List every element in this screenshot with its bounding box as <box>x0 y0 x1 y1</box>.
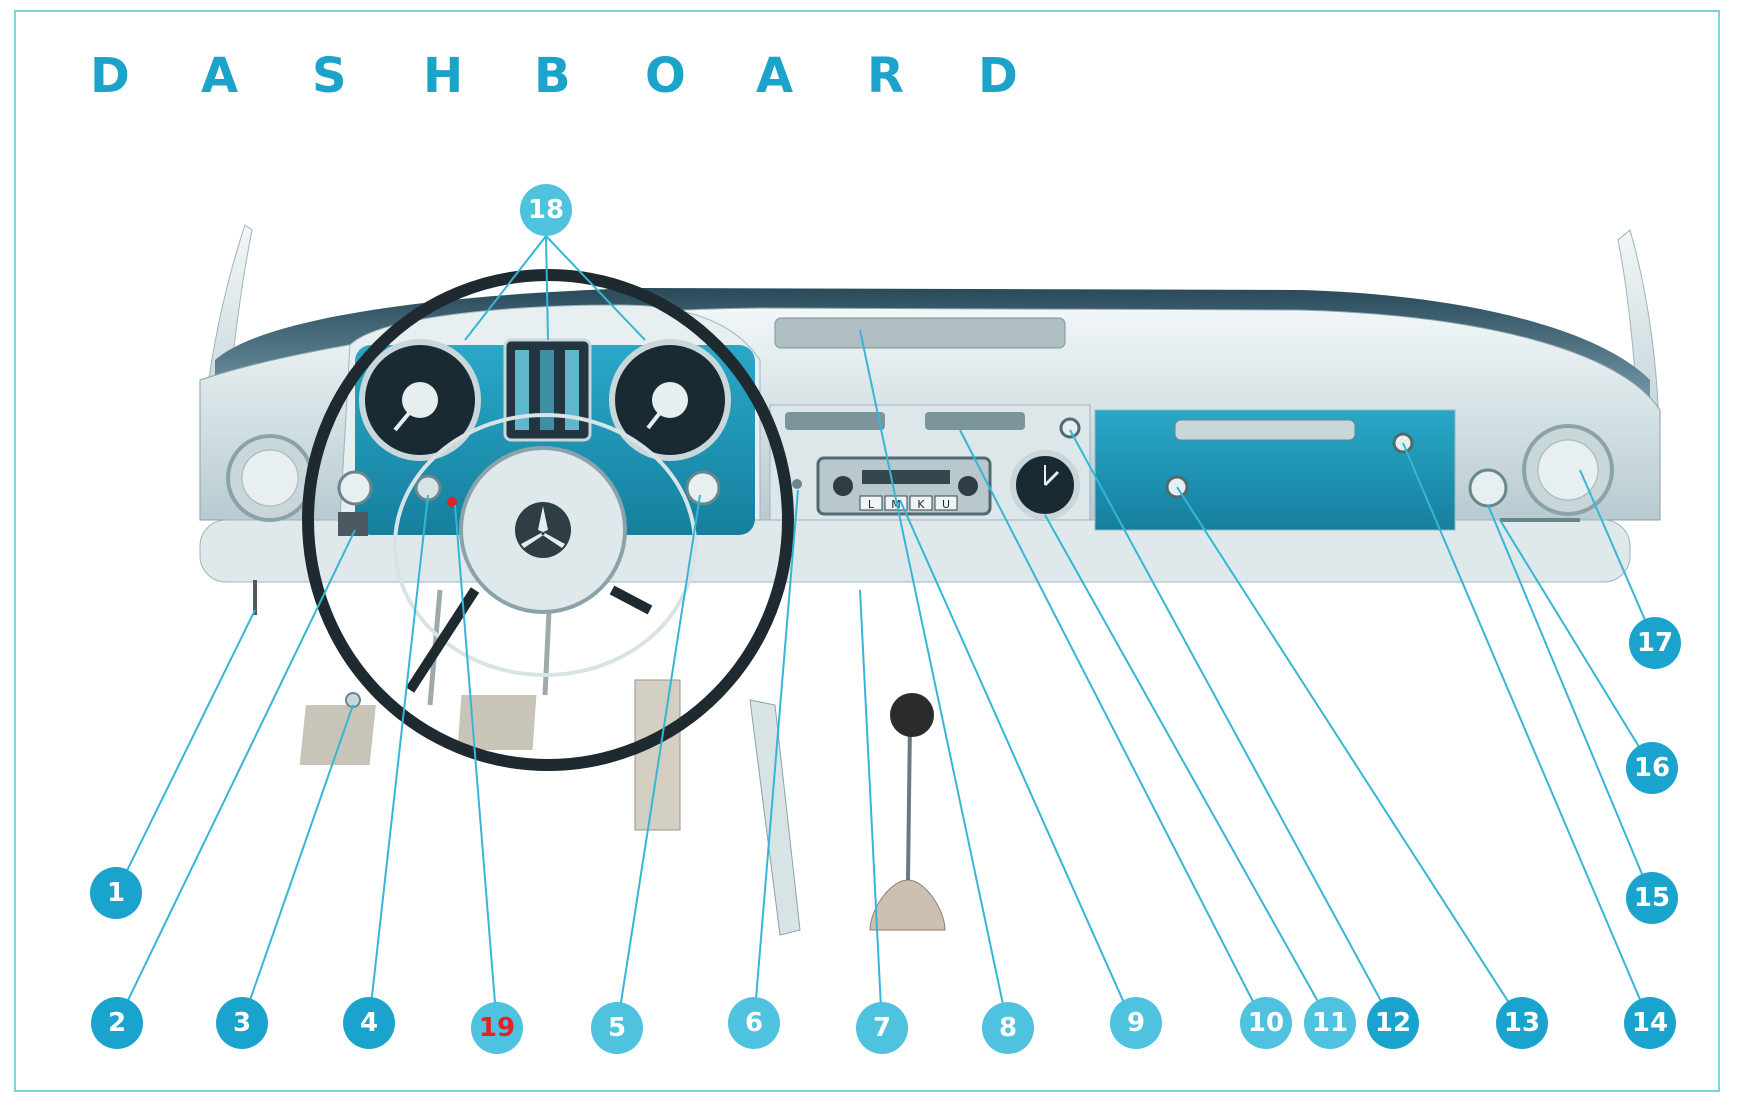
light-switch <box>337 470 373 506</box>
callout-10: 10 <box>1240 997 1292 1049</box>
callout-17: 17 <box>1629 617 1681 669</box>
gear-knob <box>890 693 934 737</box>
callout-8: 8 <box>982 1002 1034 1054</box>
title-letter: D <box>978 48 1018 104</box>
title-letter: O <box>645 48 686 104</box>
callout-4: 4 <box>343 997 395 1049</box>
callout-1: 1 <box>90 867 142 919</box>
callout-14: 14 <box>1624 997 1676 1049</box>
callout-6: 6 <box>728 997 780 1049</box>
page-title: D A S H B O A R D <box>90 48 1089 108</box>
radio-button-label: K <box>917 498 925 511</box>
title-letter: R <box>867 48 904 104</box>
headlight-dimmer-switch <box>345 692 361 708</box>
steering-wheel-rim <box>302 269 794 771</box>
leader-lines <box>115 235 1656 1029</box>
callout-12: 12 <box>1367 997 1419 1049</box>
wiper-switch <box>685 470 721 506</box>
callout-11: 11 <box>1304 997 1356 1049</box>
title-letter: A <box>756 48 794 104</box>
glovebox-grab-handle <box>1174 419 1356 441</box>
title-letter: A <box>201 48 239 104</box>
title-letter: B <box>534 48 571 104</box>
clutch-pedal <box>299 705 376 765</box>
callout-13: 13 <box>1496 997 1548 1049</box>
title-letter: D <box>90 48 130 104</box>
callout-19: 19 <box>471 1002 523 1054</box>
accelerator-pedal <box>634 679 681 831</box>
border-frame <box>14 10 1720 1092</box>
heater-slider-right <box>925 412 1025 430</box>
callout-3: 3 <box>216 997 268 1049</box>
defroster-vent <box>774 317 1066 349</box>
bonnet-release <box>1500 518 1580 522</box>
callout-16: 16 <box>1626 742 1678 794</box>
title-letter: H <box>423 48 464 104</box>
callout-7: 7 <box>856 1002 908 1054</box>
callout-18: 18 <box>520 184 572 236</box>
horn-ring <box>393 413 697 677</box>
gear-boot <box>869 879 946 931</box>
title-letter: S <box>312 48 347 104</box>
callout-5: 5 <box>591 1002 643 1054</box>
right-switch <box>1468 468 1508 508</box>
callout-2: 2 <box>91 997 143 1049</box>
callout-9: 9 <box>1110 997 1162 1049</box>
cigar-lighter <box>1059 417 1081 439</box>
warning-lamp <box>447 497 457 507</box>
radio-button-label: U <box>942 498 950 511</box>
handbrake-lever <box>749 699 801 936</box>
heater-slider-left <box>785 412 885 430</box>
callout-15: 15 <box>1626 872 1678 924</box>
radio-button-label: L <box>868 498 875 511</box>
brake-pedal <box>457 695 537 750</box>
